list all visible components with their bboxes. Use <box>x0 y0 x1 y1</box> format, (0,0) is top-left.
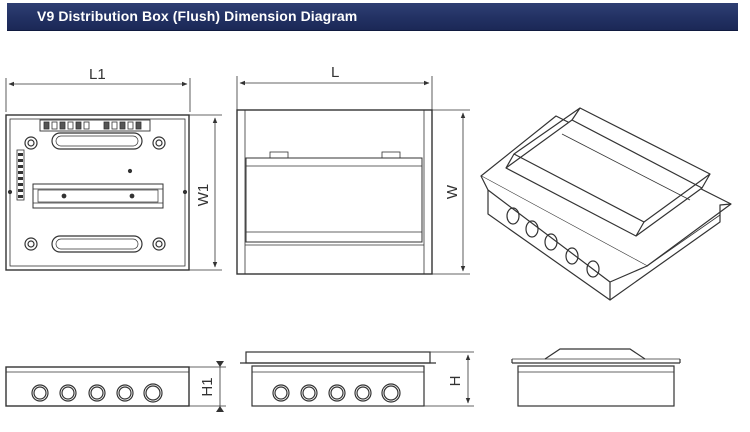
side-view-right <box>511 348 681 407</box>
corner-screws <box>24 136 166 251</box>
isometric-view <box>480 107 732 301</box>
dim-l1-label: L1 <box>89 66 106 83</box>
dim-l-label: L <box>331 64 339 81</box>
page-title: V9 Distribution Box (Flush) Dimension Di… <box>37 8 358 24</box>
dim-w1-label: W1 <box>195 184 212 207</box>
bottom-view-middle <box>240 351 474 407</box>
cover-view <box>236 76 470 275</box>
dim-h-label: H <box>447 376 464 387</box>
title-bar: V9 Distribution Box (Flush) Dimension Di… <box>7 3 738 31</box>
title-banner: V9 Distribution Box (Flush) Dimension Di… <box>0 0 750 34</box>
bottom-view-left <box>5 361 226 412</box>
front-view <box>5 78 222 271</box>
dim-h1-label: H1 <box>199 377 216 396</box>
dim-w-label: W <box>444 184 461 199</box>
